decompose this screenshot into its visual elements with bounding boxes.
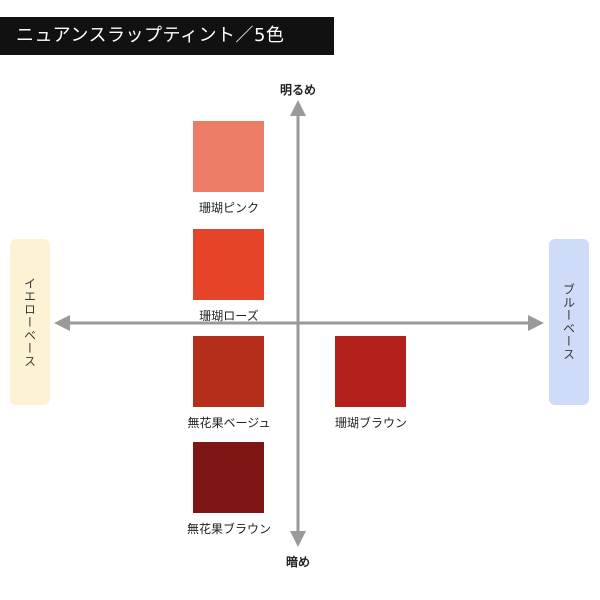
arrow-up-icon	[290, 100, 306, 116]
color-swatch	[193, 336, 264, 407]
yellow-base-tag: イエローベース	[10, 239, 50, 405]
color-swatch	[193, 121, 264, 192]
page-title: ニュアンスラップティント／5色	[0, 17, 334, 55]
swatch-label: 珊瑚ローズ	[199, 309, 259, 323]
swatch-coral-rose: 珊瑚ローズ	[159, 229, 299, 324]
swatch-label: 無花果ブラウン	[186, 522, 271, 536]
blue-base-tag: ブルーベース	[549, 239, 589, 405]
swatch-label: 珊瑚ピンク	[198, 201, 259, 215]
swatch-fig-brown: 無花果ブラウン	[159, 442, 299, 537]
arrow-down-icon	[290, 531, 306, 547]
swatch-coral-brown: 珊瑚ブラウン	[301, 336, 441, 431]
blue-base-label: ブルーベース	[561, 283, 576, 361]
swatch-coral-pink: 珊瑚ピンク	[159, 121, 299, 216]
swatch-fig-beige: 無花果ベージュ	[159, 336, 299, 431]
color-swatch	[335, 336, 406, 407]
arrow-left-icon	[54, 315, 70, 331]
color-swatch	[193, 229, 264, 300]
swatch-label: 無花果ベージュ	[187, 416, 271, 430]
axis-label-top: 明るめ	[279, 83, 317, 97]
swatch-label: 珊瑚ブラウン	[334, 416, 407, 430]
yellow-base-label: イエローベース	[22, 276, 37, 368]
axis-label-bottom: 暗め	[285, 555, 311, 569]
color-swatch	[193, 442, 264, 513]
arrow-right-icon	[528, 315, 544, 331]
